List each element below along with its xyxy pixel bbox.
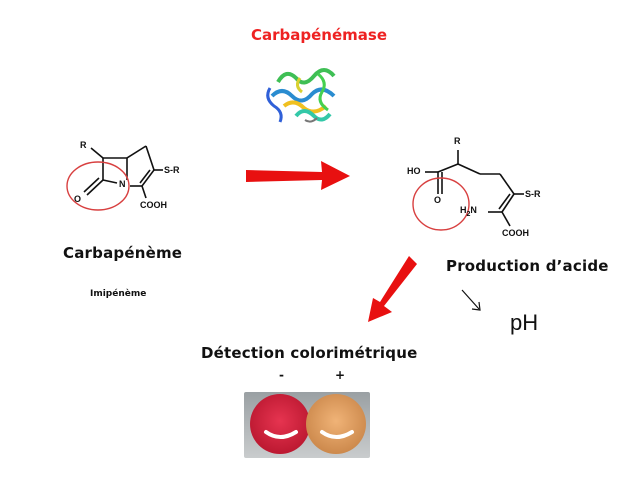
reaction-arrow: [246, 161, 350, 190]
acid-group-highlight: [412, 177, 470, 231]
product-h2n-label: H2N: [460, 205, 477, 218]
detection-arrow: [368, 256, 417, 322]
carbapenem-n-label: N: [119, 179, 126, 189]
positive-sign: +: [335, 368, 346, 382]
product-h2n-n: N: [470, 205, 477, 215]
product-r-label: R: [454, 136, 461, 146]
detection-plate-image: [244, 392, 370, 458]
product-sr-label: S-R: [525, 189, 541, 199]
beta-lactam-highlight: [66, 161, 130, 211]
detection-title: Détection colorimétrique: [201, 344, 418, 362]
carbapenem-sr-label: S-R: [164, 165, 180, 175]
product-h2n-h: H: [460, 205, 467, 215]
enzyme-structure-image: [266, 68, 336, 123]
product-structure: [425, 150, 524, 227]
ph-arrow: [461, 289, 481, 311]
enzyme-title: Carbapénémase: [250, 26, 387, 44]
negative-sign: -: [279, 368, 284, 382]
substrate-example: Imipénème: [90, 289, 147, 299]
substrate-name: Carbapénème: [63, 244, 183, 262]
product-cooh-label: COOH: [502, 228, 529, 238]
product-name: Production d’acide: [446, 257, 609, 275]
ph-label: pH: [510, 310, 539, 335]
carbapenem-r-label: R: [80, 140, 87, 150]
carbapenem-structure: [83, 145, 163, 199]
product-o-label: O: [434, 195, 442, 205]
product-ho-label: HO: [407, 166, 421, 176]
product-h2n-2: 2: [466, 210, 471, 218]
carbapenem-o-label: O: [74, 194, 82, 204]
carbapenem-cooh-label: COOH: [140, 200, 167, 210]
